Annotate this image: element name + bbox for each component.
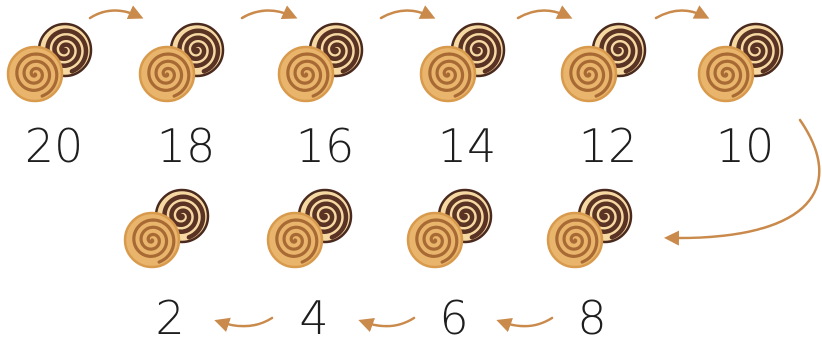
number-label: 6 xyxy=(439,291,468,344)
swirl-cookie-pair-icon xyxy=(268,190,351,267)
arrow-4-to-2 xyxy=(220,318,272,326)
swirl-cookie-pair-icon xyxy=(421,24,504,101)
arrow-14-to-12 xyxy=(518,10,567,18)
arrow-6-to-4 xyxy=(364,318,414,326)
swirl-cookie-pair-icon xyxy=(699,24,782,101)
cookie-groups xyxy=(8,24,782,267)
vanilla-swirl-cookie-icon xyxy=(125,213,179,267)
vanilla-swirl-cookie-icon xyxy=(8,47,62,101)
number-label: 16 xyxy=(296,119,355,173)
swirl-cookie-pair-icon xyxy=(125,190,208,267)
vanilla-swirl-cookie-icon xyxy=(279,47,333,101)
number-label: 14 xyxy=(438,119,497,173)
vanilla-swirl-cookie-icon xyxy=(421,47,475,101)
bottom-row-numbers: 2 4 6 8 xyxy=(155,291,606,344)
number-label: 12 xyxy=(579,119,638,173)
arrow-16-to-14 xyxy=(381,10,430,18)
number-label: 20 xyxy=(25,119,84,173)
arrow-20-to-18 xyxy=(90,10,138,18)
arrow-18-to-16 xyxy=(242,10,292,18)
swirl-cookie-pair-icon xyxy=(408,190,491,267)
vanilla-swirl-cookie-icon xyxy=(548,213,602,267)
number-label: 10 xyxy=(716,119,775,173)
arrow-8-to-6 xyxy=(502,318,552,326)
number-label: 2 xyxy=(155,291,184,344)
swirl-cookie-pair-icon xyxy=(562,24,645,101)
swirl-cookie-pair-icon xyxy=(548,190,631,267)
vanilla-swirl-cookie-icon xyxy=(408,213,462,267)
vanilla-swirl-cookie-icon xyxy=(268,213,322,267)
number-label: 18 xyxy=(157,119,216,173)
vanilla-swirl-cookie-icon xyxy=(562,47,616,101)
swirl-cookie-pair-icon xyxy=(140,24,223,101)
swirl-cookie-pair-icon xyxy=(279,24,362,101)
top-row-numbers: 20 18 16 14 12 10 xyxy=(25,119,775,173)
arrow-12-to-10 xyxy=(656,10,704,18)
vanilla-swirl-cookie-icon xyxy=(699,47,753,101)
swirl-cookie-pair-icon xyxy=(8,24,91,101)
number-label: 8 xyxy=(577,291,606,344)
number-label: 4 xyxy=(299,291,328,344)
vanilla-swirl-cookie-icon xyxy=(140,47,194,101)
